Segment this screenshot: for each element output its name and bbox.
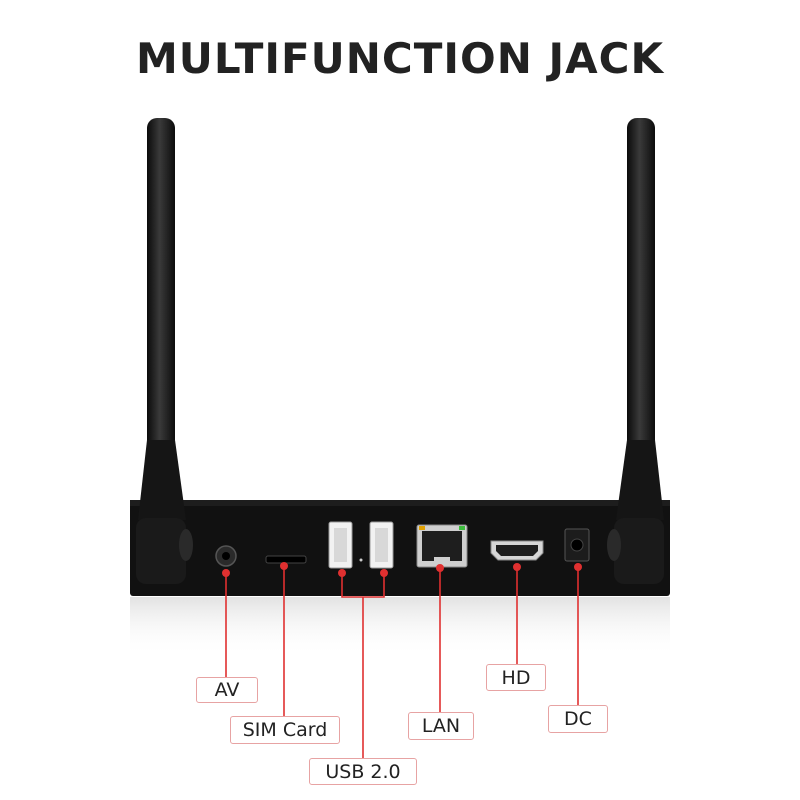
pointer-dots [222, 562, 582, 577]
sim-slot-icon [265, 555, 307, 564]
hd-label: HD [486, 664, 546, 691]
device-top-edge [130, 500, 670, 506]
hdmi-port-icon [490, 540, 544, 561]
av-port-icon [215, 545, 237, 567]
usb-port-icon [328, 521, 394, 569]
dc-label: DC [548, 705, 608, 733]
left-antenna [136, 118, 193, 584]
right-antenna [607, 118, 664, 584]
dc-port-icon [564, 528, 590, 562]
device-reflection [130, 597, 670, 657]
av-label: AV [196, 677, 258, 703]
pointer-lines [225, 566, 579, 758]
sim-card-label: SIM Card [230, 716, 340, 744]
usb-label: USB 2.0 [309, 758, 417, 785]
page-title: MULTIFUNCTION JACK [135, 34, 664, 83]
lan-port-icon [416, 524, 468, 568]
lan-label: LAN [408, 712, 474, 740]
device-body [130, 500, 670, 596]
